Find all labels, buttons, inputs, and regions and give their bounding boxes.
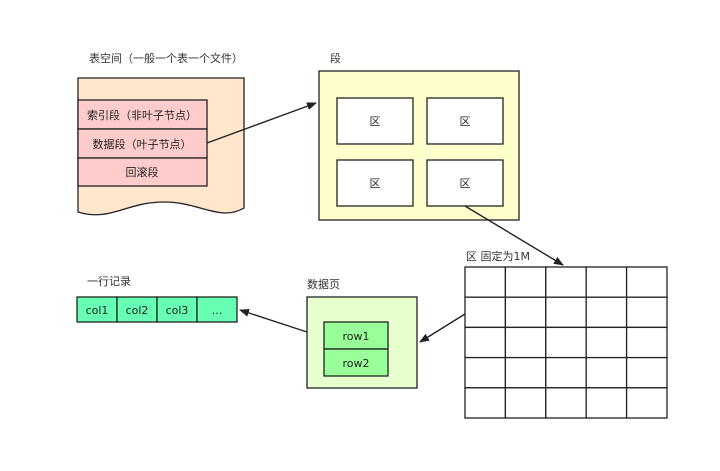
tablespace-title: 表空间（一般一个表一个文件）: [89, 51, 243, 65]
extent-grid-cell: [625, 296, 668, 329]
tablespace-to-segment-arrow: [206, 102, 317, 144]
extent-grid-cell: [545, 326, 587, 359]
column-label: col3: [166, 304, 189, 317]
column-box: [156, 296, 198, 323]
extent-label: 区: [370, 115, 381, 128]
segment-title: 段: [330, 51, 341, 65]
segment-node: 段 区 区 区 区: [318, 51, 520, 221]
extent-grid-cell: [545, 387, 587, 419]
data-segment-label: 数据段（叶子节点）: [93, 137, 192, 151]
column-label: col2: [126, 304, 149, 317]
extent-box: [336, 159, 414, 207]
extent-grid-cell: [545, 266, 587, 298]
data-page-node: 数据页 row1 row2: [306, 277, 418, 389]
extent-grid-cell: [464, 326, 507, 359]
index-segment-label: 索引段（非叶子节点）: [87, 108, 197, 122]
extent-box: [426, 97, 504, 145]
record-title: 一行记录: [87, 275, 131, 288]
extent-box: [336, 97, 414, 145]
extent-label: 区: [460, 177, 471, 190]
extent-title: 区 固定为1M: [466, 249, 530, 263]
data-page-title: 数据页: [307, 277, 340, 291]
extent-grid-cell: [625, 266, 668, 298]
extent-grid-cell: [464, 266, 507, 298]
extent-grid-cell: [464, 356, 507, 389]
page-to-record-arrow: [239, 309, 308, 333]
rollback-segment-box: [77, 157, 208, 187]
row-box: [323, 348, 389, 377]
column-box: [196, 296, 238, 323]
extent-grid-cell: [504, 356, 547, 389]
extent-grid-cell: [504, 296, 547, 329]
extent-label: 区: [370, 177, 381, 190]
extent-grid-cell: [585, 266, 628, 298]
extent-box: [426, 159, 504, 207]
index-segment-box: [77, 99, 208, 130]
tablespace-node: 表空间（一般一个表一个文件） 索引段（非叶子节点） 数据段（叶子节点） 回滚段: [77, 51, 245, 216]
row-label: row1: [342, 330, 369, 343]
segment-to-extent-arrow: [464, 205, 564, 266]
extent-grid-cell: [585, 326, 628, 359]
extent-grid-cell: [625, 326, 668, 359]
extent-grid-cell: [625, 356, 668, 389]
extent-grid-cell: [585, 387, 628, 419]
extent-grid-cell: [504, 326, 547, 359]
rollback-segment-label: 回滚段: [126, 165, 159, 179]
row-label: row2: [342, 357, 369, 370]
extent-grid-cell: [464, 296, 507, 329]
extent-label: 区: [460, 115, 471, 128]
extent-grid-cell: [504, 266, 547, 298]
column-label: col1: [86, 304, 109, 317]
extent-grid-cell: [545, 296, 587, 329]
extent-node: 区 固定为1M: [464, 249, 668, 419]
record-node: 一行记录 col1 col2 col3 ...: [76, 275, 238, 323]
column-box: [76, 296, 118, 323]
extent-grid-cell: [585, 296, 628, 329]
extent-grid-cell: [464, 387, 507, 419]
extent-grid-cell: [504, 387, 547, 419]
extent-grid-cell: [585, 356, 628, 389]
column-label: ...: [212, 304, 223, 317]
extent-grid-cell: [545, 356, 587, 389]
extent-page-grid: [464, 266, 668, 419]
extent-grid-cell: [625, 387, 668, 419]
extent-to-page-arrow: [419, 313, 466, 343]
